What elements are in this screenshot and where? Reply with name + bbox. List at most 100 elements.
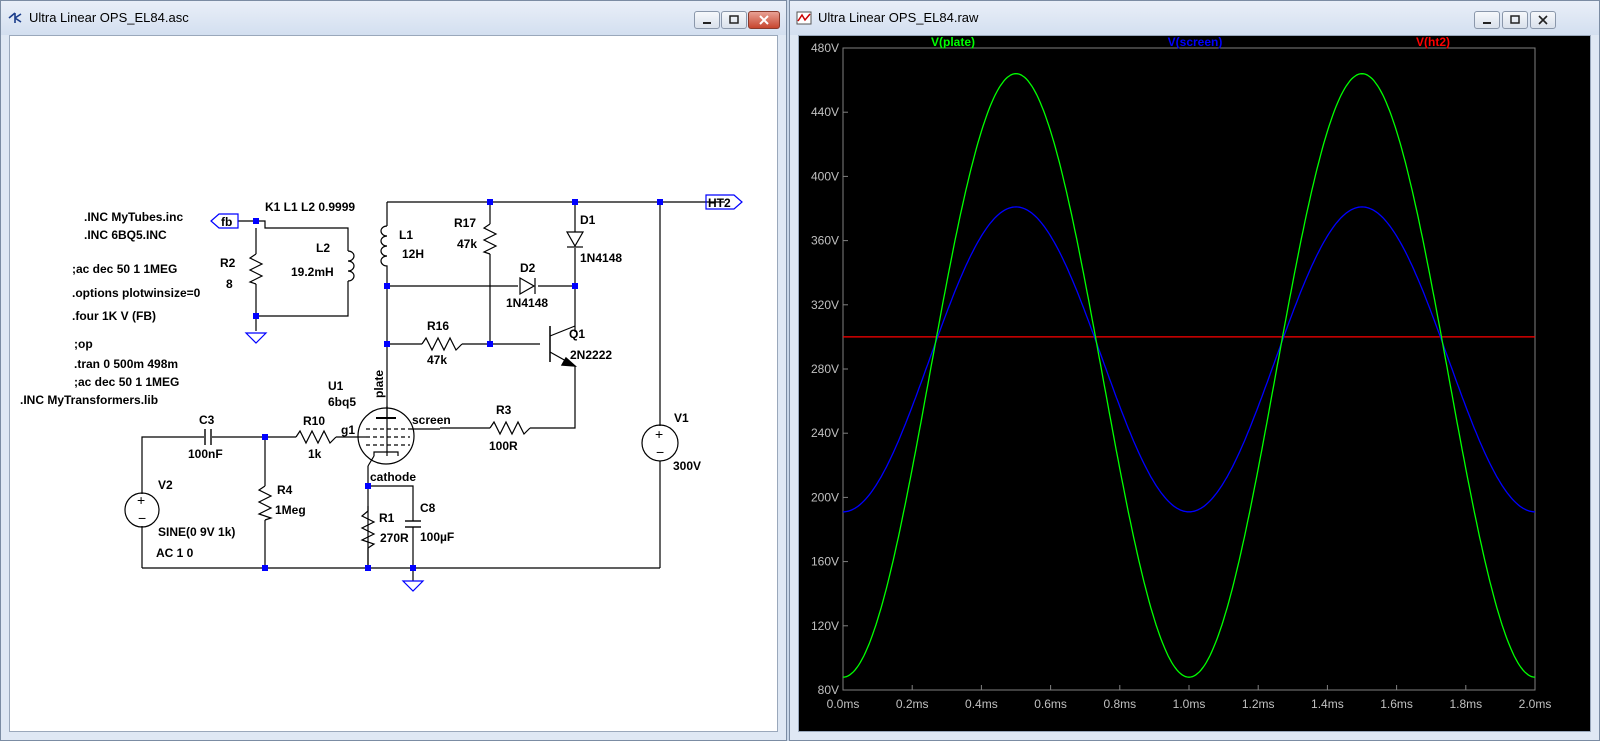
- waveform-app-icon: [796, 11, 812, 25]
- x-tick-label: 1.4ms: [1311, 697, 1344, 711]
- r10-value: 1k: [308, 447, 322, 461]
- l1-label: L1: [399, 228, 413, 242]
- minimize-icon: [1483, 22, 1491, 24]
- minimize-icon: [703, 22, 711, 24]
- r3-symbol: [489, 420, 531, 436]
- r3-label: R3: [496, 403, 512, 417]
- r17-symbol: [482, 223, 498, 255]
- directive[interactable]: .INC MyTubes.inc: [84, 210, 183, 224]
- c3-value: 100nF: [188, 447, 223, 461]
- r4-label: R4: [277, 483, 293, 497]
- schematic-drawing[interactable]: +− +−: [10, 36, 779, 733]
- u1-value: 6bq5: [328, 395, 356, 409]
- l2-value: 19.2mH: [291, 265, 334, 279]
- ground-icon: [401, 580, 425, 592]
- ht2-flag: [705, 194, 743, 210]
- restore-icon: [1510, 15, 1520, 24]
- r4-symbol: [257, 485, 273, 521]
- legend-entry[interactable]: V(ht2): [1416, 35, 1450, 49]
- y-tick-label: 440V: [811, 105, 839, 119]
- x-tick-label: 1.8ms: [1449, 697, 1482, 711]
- r3-value: 100R: [489, 439, 518, 453]
- restore-icon: [729, 15, 739, 24]
- ground-symbols: [244, 332, 425, 592]
- directive[interactable]: ;ac dec 50 1 1MEG: [74, 375, 179, 389]
- net-flags: [210, 194, 743, 229]
- r16-symbol: [421, 336, 463, 352]
- directive[interactable]: .INC MyTransformers.lib: [20, 393, 158, 407]
- directive[interactable]: ;ac dec 50 1 1MEG: [72, 262, 177, 276]
- v2-label: V2: [158, 478, 173, 492]
- junction-dots: [253, 199, 663, 571]
- trace-vscreen[interactable]: [843, 206, 1535, 513]
- q1-label: Q1: [569, 327, 585, 341]
- x-tick-label: 2.0ms: [1519, 697, 1552, 711]
- minimize-button[interactable]: [1474, 11, 1500, 29]
- r1-symbol: [360, 510, 376, 549]
- inductors: [347, 225, 388, 282]
- plot-window-title: Ultra Linear OPS_EL84.raw: [818, 10, 979, 25]
- y-tick-label: 120V: [811, 619, 839, 633]
- cathode-pin-label: cathode: [370, 470, 416, 484]
- schematic-canvas[interactable]: +− +−: [9, 35, 778, 732]
- voltage-sources: [124, 424, 679, 528]
- l1-value: 12H: [402, 247, 424, 261]
- u1-label: U1: [328, 379, 344, 393]
- x-tick-label: 1.6ms: [1380, 697, 1413, 711]
- schematic-window: Ultra Linear OPS_EL84.asc: [0, 0, 787, 741]
- ground-icon: [244, 332, 268, 344]
- waveform-plot[interactable]: 480V440V400V360V320V280V240V200V160V120V…: [799, 35, 1592, 733]
- r17-value: 47k: [457, 237, 477, 251]
- close-button[interactable]: [748, 11, 780, 29]
- plot-titlebar[interactable]: Ultra Linear OPS_EL84.raw: [790, 1, 1599, 35]
- x-tick-label: 0.6ms: [1034, 697, 1067, 711]
- legend-entry[interactable]: V(plate): [931, 35, 975, 49]
- minimize-button[interactable]: [694, 11, 720, 29]
- x-tick-label: 0.2ms: [896, 697, 929, 711]
- d2-value: 1N4148: [506, 296, 548, 310]
- d1-value: 1N4148: [580, 251, 622, 265]
- legend-entry[interactable]: V(screen): [1168, 35, 1223, 49]
- x-tick-label: 1.0ms: [1173, 697, 1206, 711]
- y-axis: 480V440V400V360V320V280V240V200V160V120V…: [811, 41, 848, 697]
- y-tick-label: 480V: [811, 41, 839, 55]
- directive[interactable]: .four 1K V (FB): [72, 309, 156, 323]
- schematic-window-title: Ultra Linear OPS_EL84.asc: [29, 10, 189, 25]
- component-labels: fb HT2 R2 8 L2 19.2mH L1 12H R17 47k D1 …: [156, 196, 731, 560]
- r2-symbol: [248, 253, 264, 285]
- u1-tube-symbol: [357, 406, 440, 467]
- schematic-titlebar[interactable]: Ultra Linear OPS_EL84.asc: [1, 1, 786, 35]
- q1-value: 2N2222: [570, 348, 612, 362]
- coupling-directive[interactable]: K1 L1 L2 0.9999: [265, 200, 355, 214]
- directive[interactable]: .options plotwinsize=0: [72, 286, 201, 300]
- source-polarity: +− +−: [137, 426, 664, 526]
- directive[interactable]: .tran 0 500m 498m: [74, 357, 178, 371]
- r16-value: 47k: [427, 353, 447, 367]
- capacitors: [204, 429, 421, 528]
- restore-button[interactable]: [1502, 11, 1528, 29]
- traces: [842, 73, 1536, 678]
- y-tick-label: 400V: [811, 169, 839, 183]
- l1-symbol: [380, 225, 388, 269]
- close-button[interactable]: [1530, 11, 1556, 29]
- x-tick-label: 1.2ms: [1242, 697, 1275, 711]
- y-tick-label: 280V: [811, 362, 839, 376]
- close-icon: [1538, 15, 1548, 25]
- y-tick-label: 200V: [811, 490, 839, 504]
- r10-symbol: [295, 429, 337, 445]
- restore-button[interactable]: [721, 11, 747, 29]
- y-tick-label: 320V: [811, 298, 839, 312]
- fb-label: fb: [221, 215, 232, 229]
- r4-value: 1Meg: [275, 503, 306, 517]
- v2-value-sine: SINE(0 9V 1k): [158, 525, 235, 539]
- x-tick-label: 0.8ms: [1103, 697, 1136, 711]
- trace-vplate[interactable]: [842, 73, 1536, 678]
- directive[interactable]: .INC 6BQ5.INC: [84, 228, 167, 242]
- l2-symbol: [347, 250, 355, 282]
- r16-label: R16: [427, 319, 449, 333]
- plot-frame: [842, 47, 1536, 691]
- directive[interactable]: ;op: [74, 337, 93, 351]
- diodes: [519, 231, 585, 296]
